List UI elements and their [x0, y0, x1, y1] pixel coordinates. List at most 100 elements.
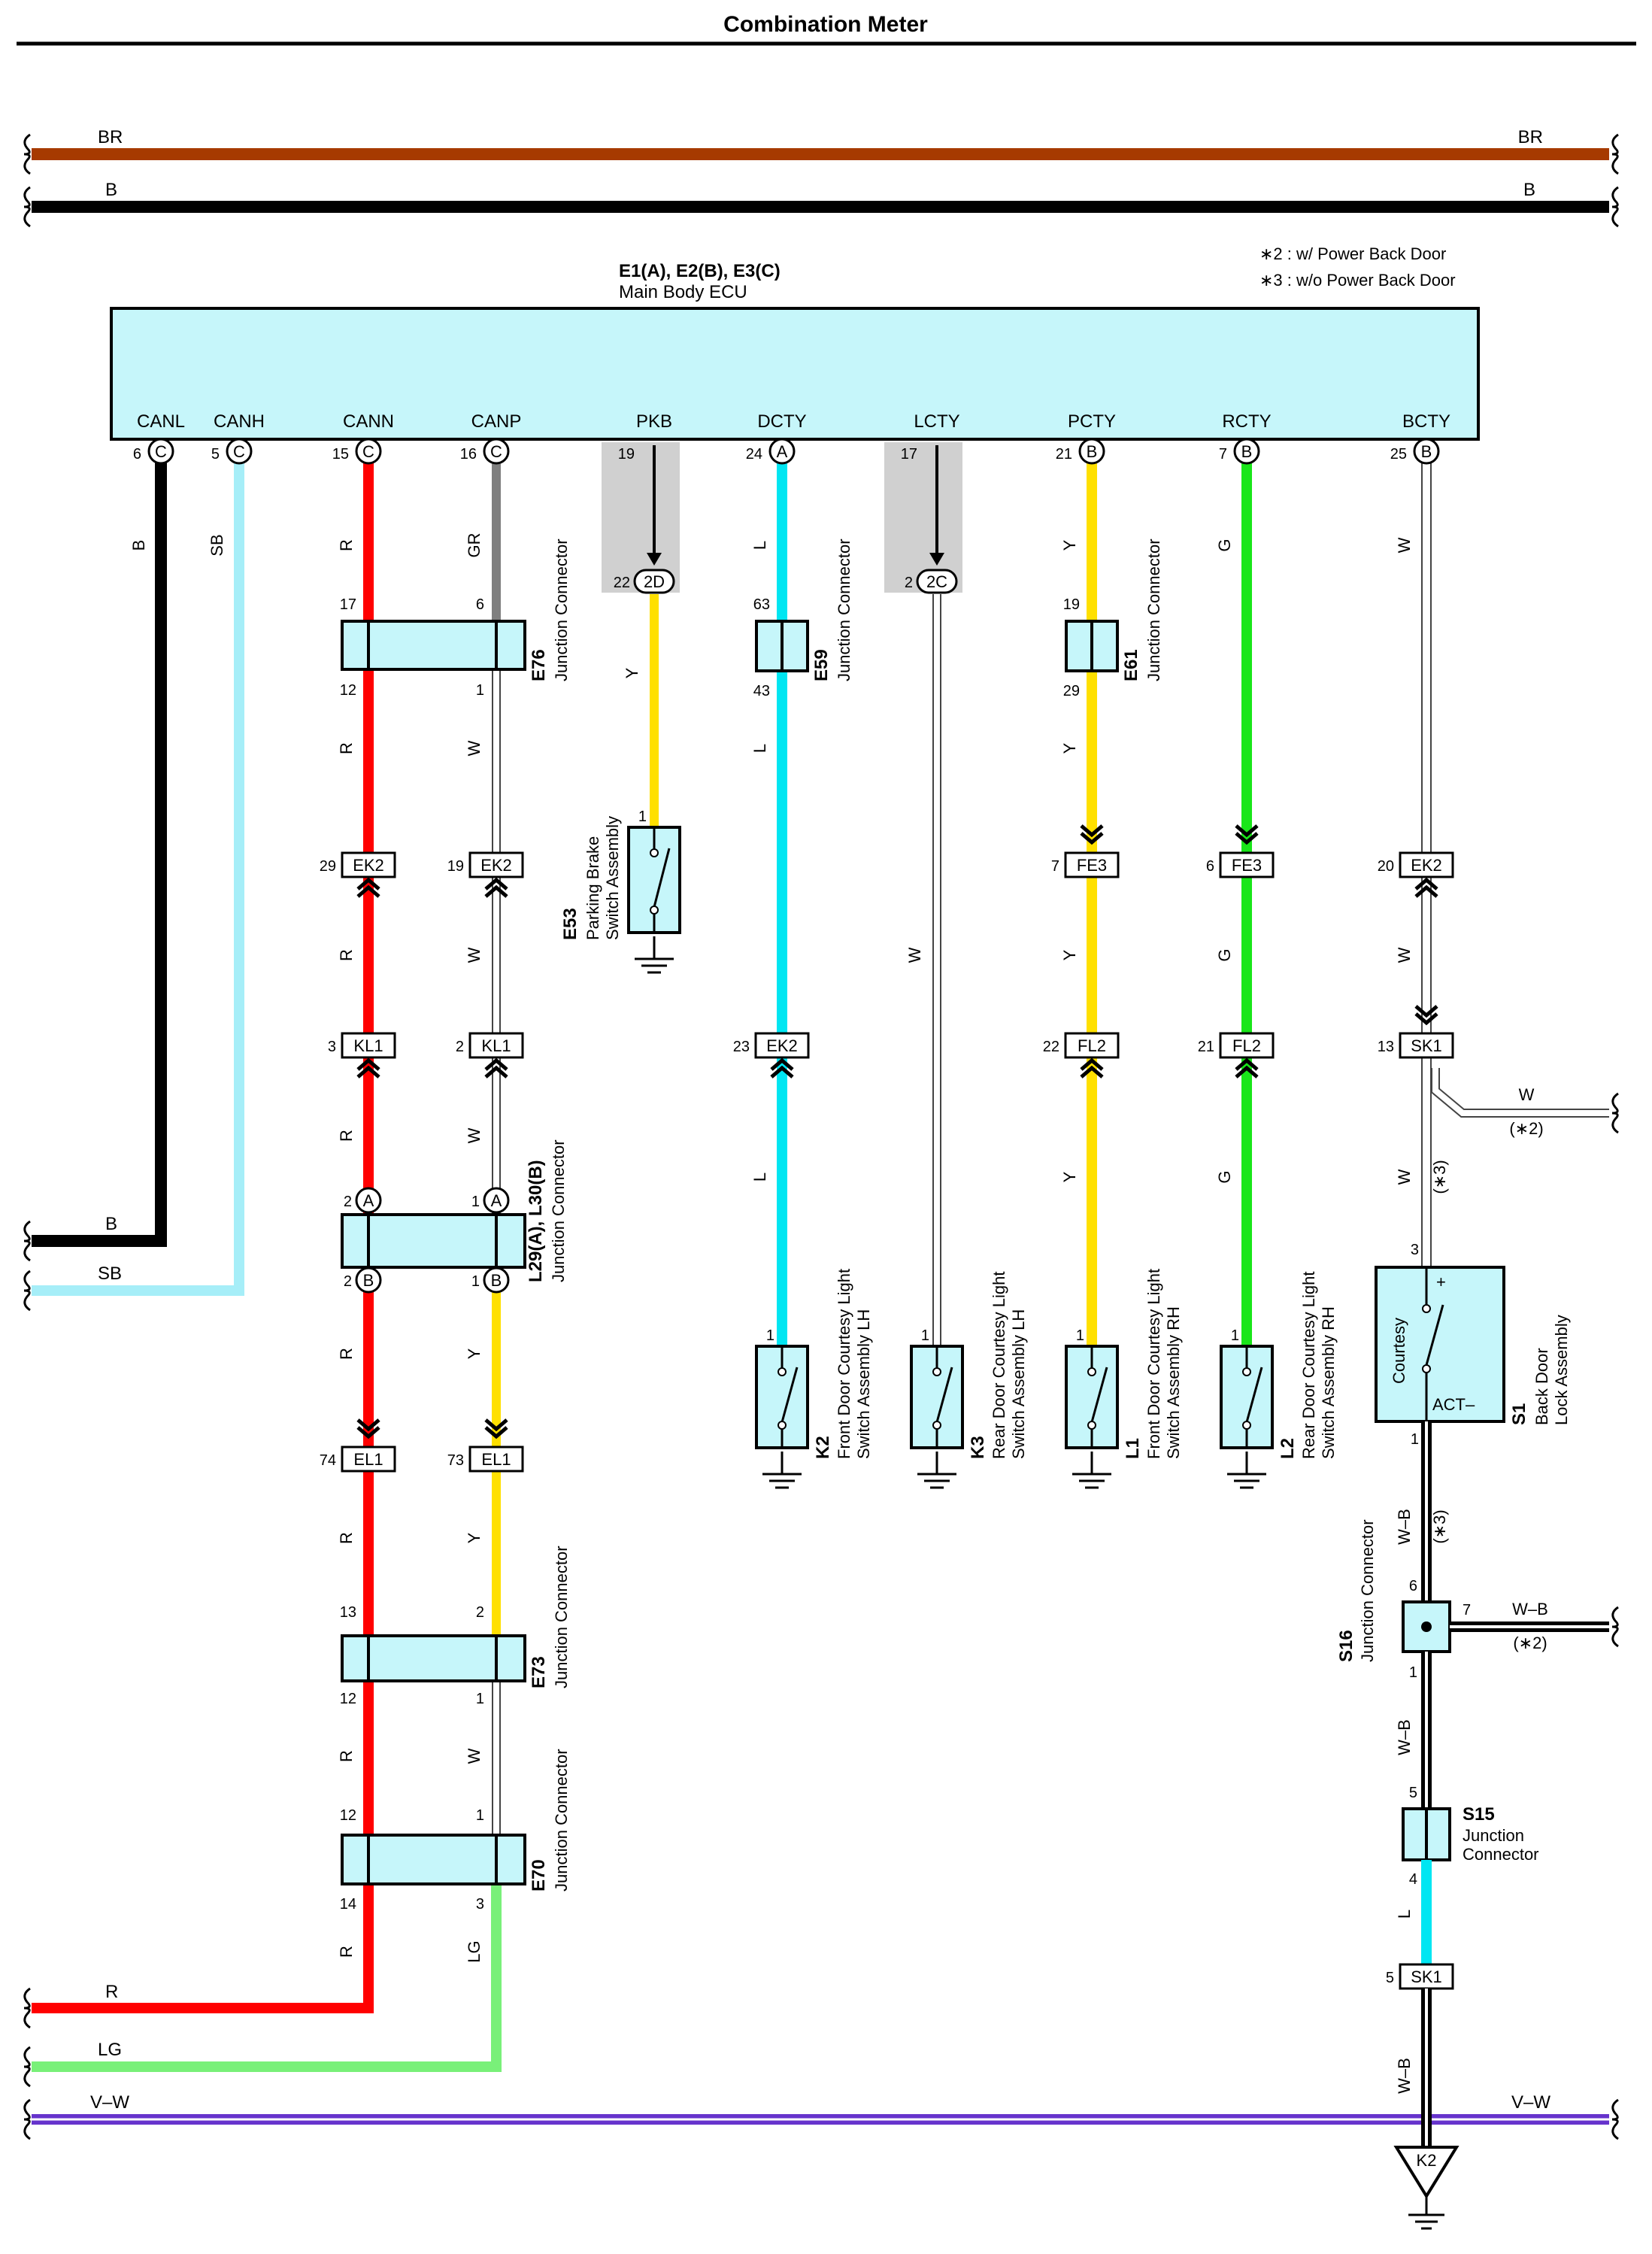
junction-name-line2: Connector — [1463, 1845, 1539, 1864]
inline-connector — [468, 1446, 524, 1473]
inline-connector-name: 2D — [644, 572, 665, 591]
ecu-terminal-label: DCTY — [757, 411, 806, 432]
junction-pin: 1 — [471, 1273, 480, 1290]
inline-connector-name: SK1 — [1411, 1967, 1442, 1986]
chevron-down-icon — [356, 1418, 380, 1432]
switch-name: Switch Assembly RH — [1319, 1306, 1338, 1459]
wire-canh — [32, 451, 244, 1296]
wire-color-label: W — [1395, 1169, 1414, 1185]
wire-cann-out — [32, 1993, 374, 2013]
wire-color-label: W–B — [1395, 2058, 1414, 2094]
inline-connector-name: 2C — [926, 572, 947, 591]
switch-inner-label: Courtesy — [1390, 1318, 1408, 1384]
inline-connector-pin: 3 — [328, 1039, 336, 1055]
wire-color-label: W — [465, 1127, 483, 1143]
ecu-terminal-label: CANL — [137, 411, 185, 432]
ecu-terminal-pin: 6 — [133, 446, 141, 463]
branch-brace-bottom — [1611, 1606, 1619, 1648]
branch-label-star2: (∗2) — [1509, 1119, 1543, 1138]
inline-connector — [1064, 851, 1120, 878]
wire-color-label: R — [337, 1130, 356, 1142]
inline-connector-pin: 20 — [1378, 858, 1394, 875]
switch-code: L1 — [1123, 1438, 1143, 1459]
wire-color-label: R — [337, 539, 356, 551]
inline-connector-pin: 29 — [320, 858, 336, 875]
inline-connector-name: EK2 — [1411, 856, 1442, 875]
switch-name: Back Door — [1532, 1348, 1551, 1425]
branch-label-w: W — [1519, 1085, 1535, 1104]
switch-contact — [1242, 1367, 1251, 1376]
wire-color-label: W–B — [1395, 1719, 1414, 1755]
conn-letter: B — [491, 1271, 502, 1290]
inline-connector-name: FL2 — [1078, 1036, 1106, 1055]
switch-contact — [1087, 1367, 1096, 1376]
branch-brace-top — [1611, 1092, 1619, 1134]
wire-color-label: Y — [465, 1348, 483, 1359]
switch-name: Parking Brake — [584, 836, 602, 940]
left-wire-lg-label: LG — [98, 2040, 122, 2060]
chevron-down-icon — [356, 1426, 380, 1439]
ecu-conn-pcty-letter: B — [1087, 442, 1098, 461]
ecu-conn-bcty-letter: B — [1421, 442, 1432, 461]
inline-connector-name: EK2 — [766, 1036, 798, 1055]
inline-connector — [1219, 851, 1275, 878]
page-title: Combination Meter — [723, 12, 928, 37]
switch-name: Front Door Courtesy Light — [1144, 1269, 1163, 1459]
chevron-up-icon — [356, 1057, 380, 1071]
left-brace-lg — [23, 2046, 31, 2088]
junction-pin: 43 — [753, 683, 770, 699]
shade-lcty — [884, 442, 962, 593]
switch-pin: 1 — [1076, 1327, 1084, 1344]
ecu-code: E1(A), E2(B), E3(C) — [619, 261, 781, 281]
switch-contact — [1422, 1364, 1431, 1373]
inline-connector-pin: 5 — [1386, 1970, 1394, 1986]
chevron-down-icon — [1414, 1005, 1438, 1018]
switch-name: Rear Door Courtesy Light — [1299, 1272, 1318, 1459]
switch-blade-icon — [653, 848, 671, 908]
bus-b-label-right: B — [1523, 180, 1535, 200]
wire-color-label: R — [337, 742, 356, 754]
switch-code: E53 — [560, 908, 580, 940]
wire-color-label: L — [1395, 1910, 1414, 1919]
chevron-down-icon — [1414, 1012, 1438, 1026]
switch-blade-icon — [1245, 1367, 1263, 1423]
bus-br-brace-left — [23, 133, 31, 175]
junction-code: S15 — [1463, 1804, 1495, 1825]
ecu-conn-canl — [147, 438, 174, 465]
junction-pin: 7 — [1463, 1602, 1471, 1618]
switch-contact — [1422, 1304, 1431, 1313]
wire-color-label: W — [465, 740, 483, 756]
chevron-up-icon — [770, 1065, 794, 1078]
switch-contact — [778, 1367, 787, 1376]
ecu-conn-canh — [226, 438, 253, 465]
inline-connector-pin: 23 — [733, 1039, 750, 1055]
inline-connector-name: FE3 — [1077, 856, 1107, 875]
chevron-down-icon — [1080, 824, 1104, 838]
switch-pin: 1 — [1411, 1431, 1419, 1448]
chevron-up-icon — [1414, 884, 1438, 898]
ecu-conn-canp-letter: C — [490, 442, 502, 461]
junction-pin: 29 — [1063, 683, 1080, 699]
ecu-conn-bcty — [1413, 438, 1440, 465]
wire-color-label: (∗3) — [1430, 1509, 1449, 1543]
junction-pin: 3 — [476, 1896, 484, 1913]
inline-connector-pin: 19 — [447, 858, 464, 875]
wire-color-label: W — [1395, 947, 1414, 963]
conn-circle — [355, 1187, 382, 1214]
ground-ref-icon — [1393, 2146, 1460, 2199]
inline-connector — [1399, 1032, 1454, 1059]
wire-color-label: Y — [1060, 949, 1079, 960]
switch-code: S1 — [1509, 1403, 1529, 1425]
junction-code: L29(A), L30(B) — [526, 1160, 546, 1282]
inline-connector — [1064, 1032, 1120, 1059]
junction-code: E70 — [529, 1859, 549, 1891]
inline-connector-pin: 73 — [447, 1452, 464, 1469]
conn-letter: A — [363, 1191, 374, 1210]
junction-code: E59 — [811, 649, 832, 681]
wire-color-label: G — [1215, 538, 1234, 551]
ecu-conn-cann-letter: C — [362, 442, 374, 461]
note-no-power-back-door: ∗3 : w/o Power Back Door — [1259, 271, 1456, 290]
junction-pin: 1 — [476, 682, 484, 699]
wire-color-label: GR — [465, 533, 483, 558]
switch-name: Switch Assembly LH — [854, 1309, 873, 1459]
